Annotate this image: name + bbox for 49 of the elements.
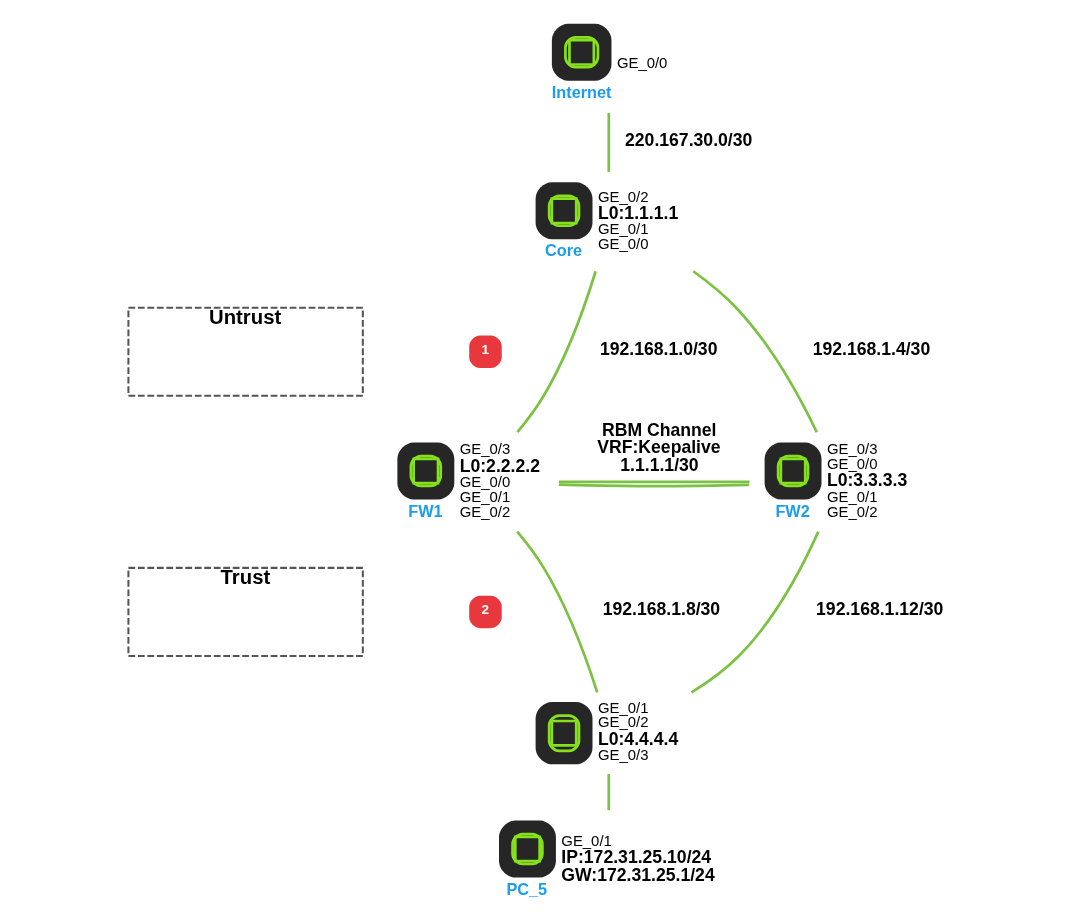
node-label: FW1 bbox=[408, 501, 443, 520]
node-label: GE_0/1 bbox=[597, 221, 649, 238]
connector bbox=[607, 112, 611, 172]
node-box bbox=[397, 442, 455, 500]
connector bbox=[607, 774, 611, 811]
node-label: GE_0/1 bbox=[459, 488, 511, 505]
node-label: GE_0/3 bbox=[826, 441, 878, 458]
node-label: PC_5 bbox=[506, 879, 548, 898]
edge-label: 192.168.1.0/30 bbox=[599, 339, 718, 359]
node-label: GE_0/0 bbox=[616, 54, 668, 71]
node-label: Core bbox=[545, 241, 583, 260]
connector bbox=[692, 270, 818, 433]
edge-label: 192.168.1.8/30 bbox=[602, 599, 721, 620]
label: 2 bbox=[481, 601, 489, 617]
node-label: L0:4.4.4.4 bbox=[597, 728, 679, 749]
node-label: GE_0/2 bbox=[826, 503, 878, 520]
edge-label: RBM Channel VRF:Keepalive 1.1.1.1/30 bbox=[597, 419, 721, 475]
connector bbox=[558, 483, 750, 488]
node-label: GE_0/0 bbox=[459, 473, 511, 490]
node-box bbox=[499, 820, 556, 878]
edge-label: 220.167.30.0/30 bbox=[625, 129, 753, 150]
node-box bbox=[551, 23, 612, 81]
node-label: GE_0/3 bbox=[459, 441, 511, 458]
node-label: GE_0/1 bbox=[826, 488, 878, 505]
node-box bbox=[764, 442, 822, 500]
node-label: GE_0/2 bbox=[597, 714, 649, 731]
node-label: L0:3.3.3.3 bbox=[826, 470, 908, 491]
node-label: Internet bbox=[551, 82, 612, 101]
connector bbox=[516, 270, 597, 433]
node-label: GE_0/0 bbox=[597, 236, 649, 253]
connector bbox=[559, 480, 750, 484]
connector bbox=[516, 530, 599, 693]
node-box: Untrust bbox=[127, 306, 364, 397]
edge-label: 192.168.1.4/30 bbox=[812, 339, 931, 359]
edge-label: 192.168.1.12/30 bbox=[816, 599, 944, 620]
node-label: GE_0/2 bbox=[597, 188, 649, 205]
node-label: GE_0/0 bbox=[826, 456, 878, 473]
label: 1 bbox=[481, 341, 489, 357]
node-box bbox=[535, 702, 593, 765]
node-label: L0:1.1.1.1 bbox=[597, 202, 679, 223]
node-box bbox=[535, 182, 593, 240]
connector bbox=[690, 531, 820, 694]
node-label: FW2 bbox=[775, 501, 810, 520]
node-label: GE_0/3 bbox=[597, 747, 649, 764]
node-label: GE_0/1 bbox=[561, 833, 612, 850]
node-label: GE_0/2 bbox=[459, 503, 511, 520]
node-box: Trust bbox=[127, 566, 364, 657]
node-label: L0:2.2.2.2 bbox=[459, 455, 540, 476]
node-label: GE_0/1 bbox=[597, 699, 649, 716]
